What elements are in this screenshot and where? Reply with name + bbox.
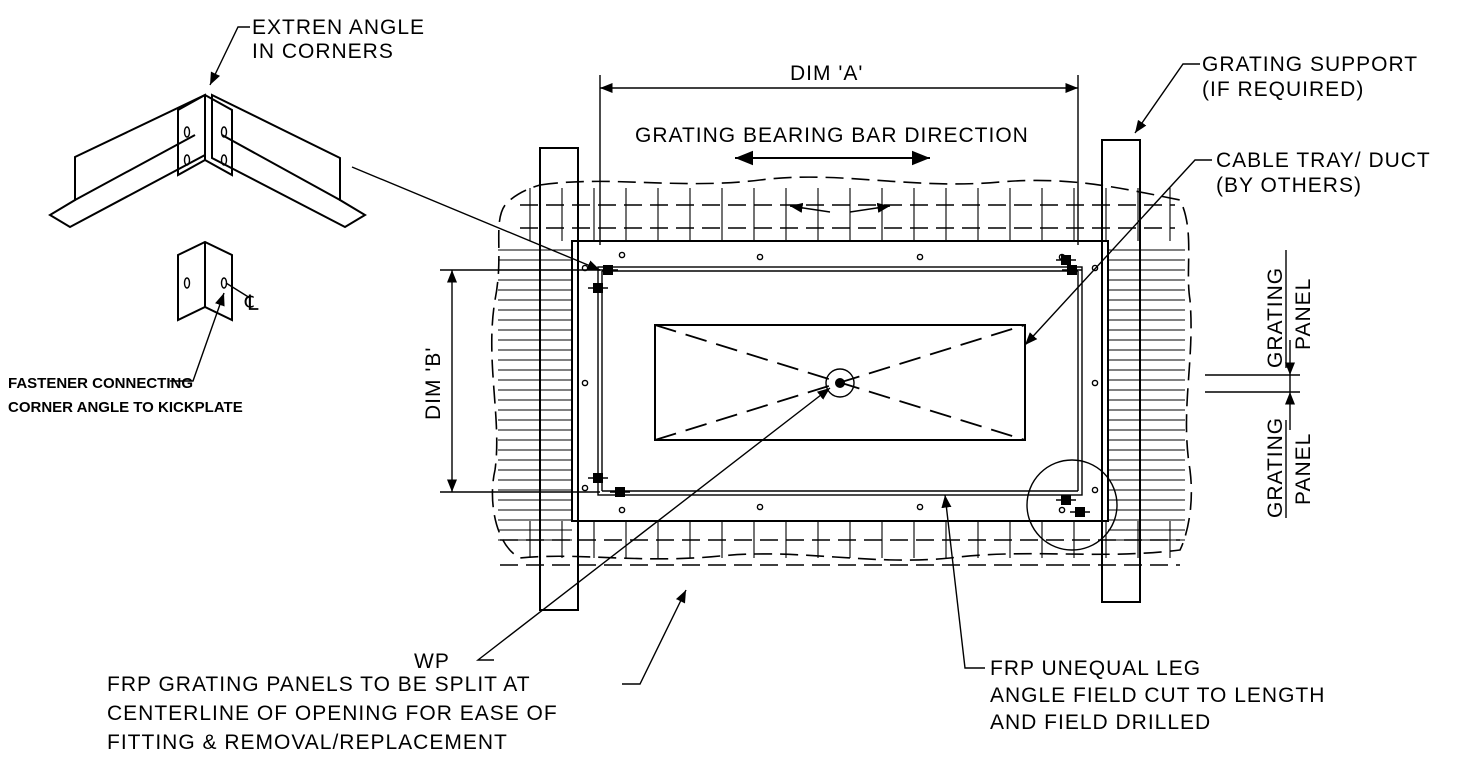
callout-split-panels: FRP GRATING PANELS TO BE SPLIT AT CENTER… xyxy=(107,589,687,754)
cable-text-2: (BY OTHERS) xyxy=(1216,174,1362,197)
grating-break-outline xyxy=(490,176,1193,561)
fastener-text-2: CORNER ANGLE TO KICKPLATE xyxy=(8,399,243,416)
dim-b-label: DIM 'B' xyxy=(422,347,445,420)
frame-bolt xyxy=(581,484,589,492)
frame-bolt xyxy=(916,503,924,511)
panel-top-label-2: PANEL xyxy=(1292,278,1315,350)
split-text-2: CENTERLINE OF OPENING FOR EASE OF xyxy=(107,702,558,725)
extren-angle-text-2: IN CORNERS xyxy=(252,40,394,63)
panel-split-marker: GRATING PANEL GRATING PANEL xyxy=(1205,250,1315,518)
frame-bolt xyxy=(916,253,924,261)
panel-bottom-label-1: GRATING xyxy=(1264,417,1287,518)
bearing-bar-label: GRATING BEARING BAR DIRECTION xyxy=(635,124,1029,147)
bearing-bar-direction: GRATING BEARING BAR DIRECTION xyxy=(635,124,1029,166)
callout-work-point: WP xyxy=(414,387,831,673)
fastener-text-1: FASTENER CONNECTING xyxy=(8,375,193,392)
callout-unequal-leg: FRP UNEQUAL LEG ANGLE FIELD CUT TO LENGT… xyxy=(941,494,1325,734)
panel-top-label-1: GRATING xyxy=(1264,267,1287,368)
grating-bars-over-supports xyxy=(540,249,1140,541)
callout-fastener: FASTENER CONNECTING CORNER ANGLE TO KICK… xyxy=(8,292,243,416)
extren-angle-isometric xyxy=(48,93,367,229)
frame-bolt xyxy=(618,251,626,259)
frame-bolt xyxy=(581,379,589,387)
callout-grating-support: GRATING SUPPORT (IF REQUIRED) xyxy=(1134,53,1418,134)
frame-bolt xyxy=(756,503,764,511)
grating-support-left xyxy=(539,147,579,611)
centerline-symbol: ℄ xyxy=(244,292,259,315)
bar-direction-tick xyxy=(789,202,831,213)
callout-cable-tray: CABLE TRAY/ DUCT (BY OTHERS) xyxy=(1024,149,1431,346)
work-point-marker xyxy=(825,368,855,398)
frame-bolt xyxy=(1091,264,1099,272)
extren-angle-text-1: EXTREN ANGLE xyxy=(252,16,425,39)
frame-bolt xyxy=(1058,506,1066,514)
frame-bolt xyxy=(1091,379,1099,387)
split-text-1: FRP GRATING PANELS TO BE SPLIT AT xyxy=(107,673,531,696)
support-text-2: (IF REQUIRED) xyxy=(1202,78,1364,101)
detail-callout-circle xyxy=(1026,459,1118,551)
callout-extren-angle: EXTREN ANGLE IN CORNERS xyxy=(209,16,601,271)
unequal-text-3: AND FIELD DRILLED xyxy=(990,711,1211,734)
frame-bolt xyxy=(618,506,626,514)
wp-text: WP xyxy=(414,650,450,673)
panel-bottom-label-2: PANEL xyxy=(1292,433,1315,505)
unequal-text-1: FRP UNEQUAL LEG xyxy=(990,657,1201,680)
frame-bolt xyxy=(1091,486,1099,494)
grating-support-right xyxy=(1101,139,1141,603)
support-text-1: GRATING SUPPORT xyxy=(1202,53,1418,76)
dimension-b: DIM 'B' xyxy=(422,269,600,493)
dim-a-label: DIM 'A' xyxy=(790,62,863,85)
frame-bolt xyxy=(756,253,764,261)
split-text-3: FITTING & REMOVAL/REPLACEMENT xyxy=(107,731,508,754)
unequal-text-2: ANGLE FIELD CUT TO LENGTH xyxy=(990,684,1325,707)
kickplate-frame xyxy=(571,240,1109,522)
corner-angle-piece: ℄ xyxy=(177,240,259,322)
bar-direction-tick xyxy=(849,202,891,213)
dimension-a: DIM 'A' xyxy=(599,62,1079,245)
cable-text-1: CABLE TRAY/ DUCT xyxy=(1216,149,1431,172)
